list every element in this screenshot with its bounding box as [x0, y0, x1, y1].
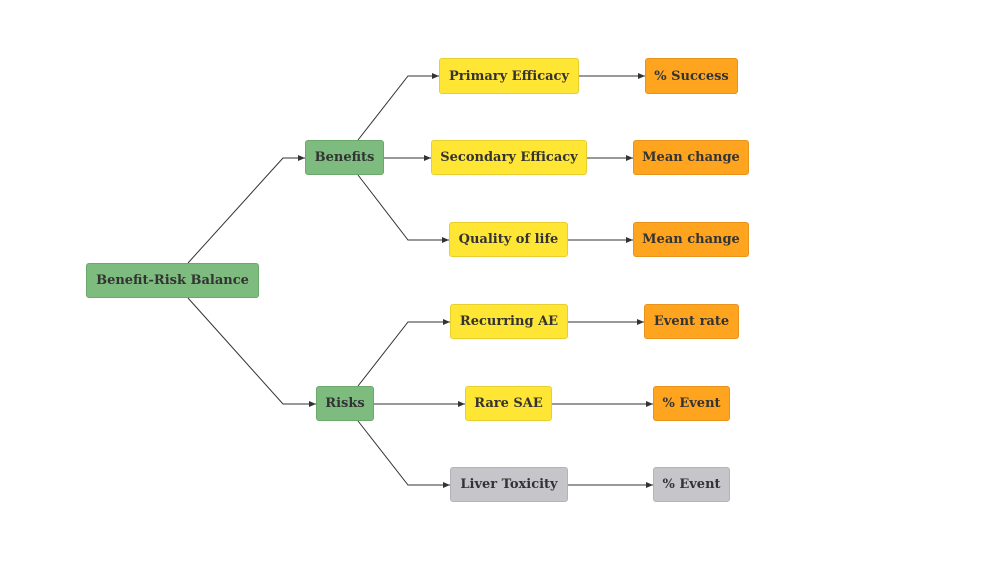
edge-benefits-primary-efficacy [357, 73, 439, 141]
measure-rare-sae: % Event [653, 386, 730, 421]
node-risks: Risks [316, 386, 374, 421]
measure-primary-efficacy: % Success [645, 58, 738, 94]
edge-risks-liver-toxicity [357, 420, 450, 488]
edge-benefits-quality-of-life [357, 174, 449, 243]
node-recurring-ae: Recurring AE [450, 304, 568, 339]
measure-secondary-efficacy: Mean change [633, 140, 749, 175]
edge-root-risks [187, 297, 316, 407]
node-primary-efficacy: Primary Efficacy [439, 58, 579, 94]
measure-liver-toxicity: % Event [653, 467, 730, 502]
measure-recurring-ae: Event rate [644, 304, 739, 339]
node-rare-sae: Rare SAE [465, 386, 552, 421]
node-liver-toxicity: Liver Toxicity [450, 467, 568, 502]
node-benefit-risk-balance: Benefit-Risk Balance [86, 263, 259, 298]
node-benefits: Benefits [305, 140, 384, 175]
node-secondary-efficacy: Secondary Efficacy [431, 140, 587, 175]
measure-quality-of-life: Mean change [633, 222, 749, 257]
edge-risks-recurring-ae [357, 319, 450, 387]
node-quality-of-life: Quality of life [449, 222, 568, 257]
edge-root-benefits [187, 155, 305, 264]
